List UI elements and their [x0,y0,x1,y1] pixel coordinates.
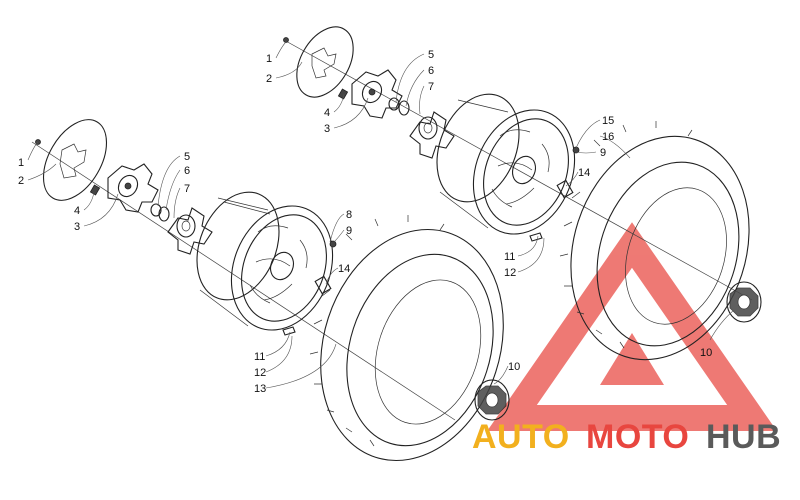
leader-lines [27,41,735,389]
washer-right [398,100,410,116]
callout-8-left: 8 [346,209,352,221]
wheel-rim-left [196,191,334,331]
valve-left [329,240,337,248]
watermark-hub: HUB [706,418,781,456]
stud-left [89,184,101,196]
callout-14-right: 14 [578,167,590,179]
callout-4-left: 4 [74,205,80,217]
callout-11-right: 11 [504,251,515,263]
center-cap-left [474,379,510,421]
callout-5-left: 5 [184,151,190,163]
lug-nut-left [314,275,332,295]
callout-1-left: 1 [18,157,24,169]
callout-1-right: 1 [266,53,272,65]
callout-7-right: 7 [428,81,434,93]
tire-left [309,215,504,462]
bearing-carrier-right [409,111,455,159]
watermark-moto: MOTO [586,418,689,456]
bolt-right [283,37,289,43]
watermark-auto: AUTO [472,418,570,456]
callouts-right: 1 2 4 3 5 6 7 15 16 9 14 11 12 10 [266,49,712,359]
callout-9-left: 9 [346,225,352,237]
wheel-hub-left [107,163,159,213]
callout-14-left: 14 [338,263,350,275]
callout-16-right: 16 [602,131,614,143]
stud-right [337,88,349,100]
wheel-rim-right [436,93,576,235]
wheel-hub-right [351,69,403,119]
callout-3-right: 3 [324,123,330,135]
brake-disc-left [42,119,108,201]
callout-6-left: 6 [184,165,190,177]
valve-stem-left [282,326,296,336]
washer-left [158,206,170,222]
watermark-logo-text: AUTO MOTO HUB [472,418,781,456]
callout-2-left: 2 [18,175,24,187]
bearing-carrier-left [167,207,213,255]
callout-9-right: 9 [600,147,606,159]
callout-12-left: 12 [254,367,266,379]
callout-10-right: 10 [700,347,712,359]
nut-left [150,203,162,217]
callout-13-left: 13 [254,383,266,395]
watermark-logo-triangle [487,222,777,431]
callouts-left: 1 2 4 3 5 6 7 8 9 14 11 12 13 10 [18,151,520,395]
valve-stem-right [529,232,543,242]
callout-6-right: 6 [428,65,434,77]
lug-nut-right [556,179,574,199]
nut-right [388,97,400,111]
callout-10-left: 10 [508,361,520,373]
valve-right [572,146,580,154]
center-cap-right [726,281,762,323]
callout-15-right: 15 [602,115,614,127]
callout-11-left: 11 [254,351,265,363]
callout-3-left: 3 [74,221,80,233]
callout-7-left: 7 [184,183,190,195]
callout-2-right: 2 [266,73,272,85]
brake-disc-right [296,26,354,98]
callout-5-right: 5 [428,49,434,61]
tire-right [559,121,750,361]
callout-4-right: 4 [324,107,330,119]
callout-12-right: 12 [504,267,516,279]
